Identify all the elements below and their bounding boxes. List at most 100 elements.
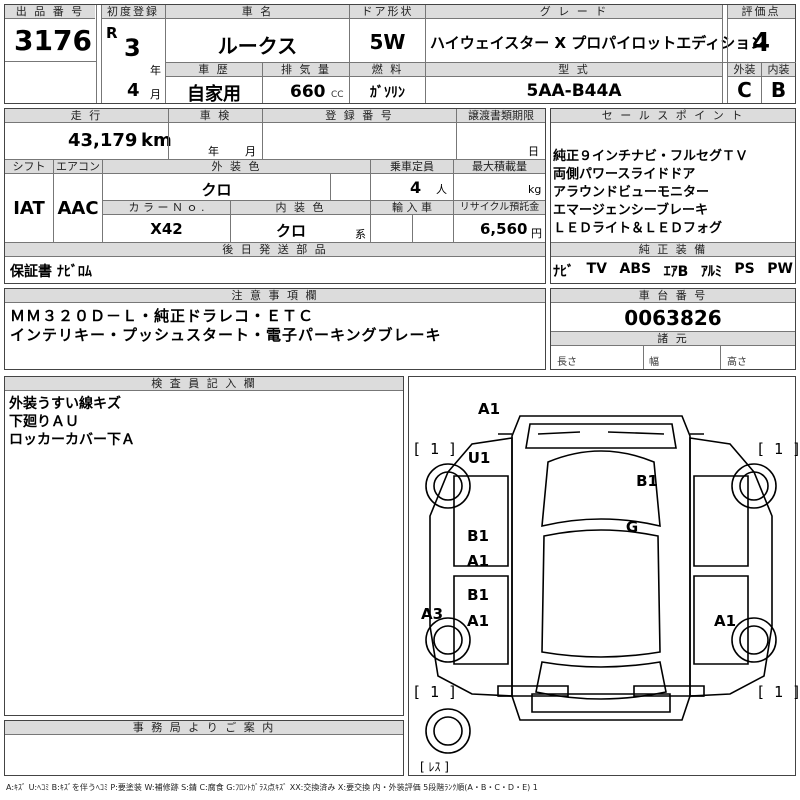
equipment-item: TV	[586, 261, 607, 277]
spec-length: 長さ	[557, 357, 577, 368]
intcolor: クロ	[275, 222, 306, 240]
legend: A:ｷｽﾞ U:ﾍｺﾐ B:ｷｽﾞを伴うﾍｺﾐ P:要塗装 W:補修跡 S:錆 …	[6, 783, 538, 792]
interior-grade: B	[770, 78, 787, 102]
ac: AAC	[57, 198, 99, 219]
office-label: 事 務 局 よ り ご 案 内	[5, 721, 403, 735]
load-label: 最大積載量	[454, 160, 545, 174]
mileage: 43,179	[68, 130, 138, 151]
door-label: ドア形状	[350, 5, 425, 19]
spec-height: 高さ	[727, 357, 747, 368]
equipment-item: ｴｱB	[663, 264, 689, 280]
inspector-block	[4, 376, 404, 716]
mark-a1-right-rear: A1	[713, 612, 737, 630]
mark-b1-left-rear: B1	[467, 586, 489, 604]
reg-month: 4	[127, 80, 140, 101]
note-line: インテリキー・プッシュスタート・電子パーキングブレーキ	[10, 326, 442, 344]
plate-label: 登 録 番 号	[263, 109, 456, 123]
equipment-item: ﾅﾋﾞ	[553, 264, 574, 280]
exterior-grade: C	[737, 78, 752, 102]
intcolor-label: 内 装 色	[231, 201, 370, 215]
interior-label: 内装	[762, 63, 795, 77]
notes-label: 注 意 事 項 欄	[5, 289, 545, 303]
sales-line: アラウンドビューモニター	[553, 185, 710, 200]
seats-unit: 人	[436, 183, 447, 196]
mark-b1-roof: B1	[636, 472, 658, 490]
history-label: 車 歴	[166, 63, 262, 77]
equipment-item: PW	[767, 261, 793, 277]
listing-number: 3176	[14, 24, 92, 57]
sales-line: ＬＥＤライト＆ＬＥＤフォグ	[553, 221, 723, 236]
listing-no-label: 出 品 番 号	[5, 5, 95, 19]
fuel: ｶﾞｿﾘﾝ	[370, 85, 405, 101]
sales-point-label: セ ー ル ス ポ イ ン ト	[551, 109, 795, 123]
spec-label: 諸 元	[551, 331, 795, 346]
transfer-day-unit: 日	[528, 145, 539, 158]
model-label: 型 式	[426, 63, 722, 77]
mark-a3: A3	[420, 605, 444, 623]
year-unit: 年	[150, 64, 161, 77]
mark-b1-left-front: B1	[467, 527, 489, 545]
sales-line: 純正９インチナビ・フルセグＴＶ	[553, 149, 749, 164]
colorno-label: カ ラ ー Ｎ ｏ .	[103, 201, 230, 215]
equipment-item: PS	[734, 261, 755, 277]
tire-rear-right: [ 1 ]	[756, 683, 800, 701]
mileage-label: 走 行	[5, 109, 168, 123]
door-type: 5W	[369, 30, 406, 54]
parts-label: 後 日 発 送 部 品	[5, 243, 545, 257]
era: R	[106, 24, 118, 42]
mileage-unit: km	[141, 130, 172, 151]
color-label: 外 装 色	[103, 160, 370, 174]
sales-line: エマージェンシーブレーキ	[553, 203, 708, 218]
history: 自家用	[187, 84, 241, 105]
tire-rear-left: [ 1 ]	[412, 683, 458, 701]
score-label: 評価点	[727, 5, 795, 19]
score: 4	[751, 28, 771, 58]
colorno: X42	[150, 220, 183, 238]
intcolor-unit: 系	[355, 228, 366, 241]
fuel-label: 燃 料	[350, 63, 425, 77]
inspector-lines: 外装うすい線キズ 下廻りＡＵ ロッカーカバー下Ａ	[9, 395, 135, 449]
mark-a1-top: A1	[477, 400, 501, 418]
recycle-label: リサイクル預託金	[454, 201, 545, 215]
inspection-year-unit: 年	[208, 145, 219, 158]
import-label: 輸 入 車	[371, 201, 453, 215]
tire-front-left: [ 1 ]	[412, 440, 458, 458]
notes-lines: ＭＭ３２０Ｄ－Ｌ・純正ドラレコ・ＥＴＣ インテリキー・プッシュスタート・電子パー…	[10, 307, 442, 345]
equipment-item: ABS	[619, 261, 652, 277]
model: 5AA-B44A	[526, 81, 622, 101]
grade: ハイウェイスター X プロパイロットエディション	[430, 34, 766, 52]
equipment-item: ｱﾙﾐ	[700, 264, 722, 280]
displacement-label: 排 気 量	[263, 63, 349, 77]
inspector-line: 下廻りＡＵ	[9, 414, 79, 430]
displacement: 660	[290, 82, 326, 102]
mark-u1: U1	[467, 449, 491, 467]
recycle: 6,560	[480, 220, 528, 238]
grade-label: グ レ ー ド	[426, 5, 722, 19]
shift: IAT	[13, 198, 45, 219]
exterior-label: 外装	[728, 63, 761, 77]
car-name: ルークス	[217, 34, 298, 58]
equipment-label: 純 正 装 備	[551, 243, 795, 257]
note-line: ＭＭ３２０Ｄ－Ｌ・純正ドラレコ・ＥＴＣ	[10, 307, 315, 325]
month-unit: 月	[150, 88, 161, 101]
mark-a1-left-rear: A1	[466, 612, 490, 630]
mark-a1-left-front: A1	[466, 552, 490, 570]
tire-front-right: [ 1 ]	[756, 440, 800, 458]
displacement-unit: CC	[331, 90, 344, 100]
equipment-list: ﾅﾋﾞ TV ABS ｴｱB ｱﾙﾐ PS PW	[553, 261, 793, 281]
mark-g: G	[625, 518, 639, 536]
color: クロ	[201, 181, 232, 199]
recycle-unit: 円	[531, 227, 542, 240]
seats: 4	[410, 178, 422, 197]
chassis-number: 0063826	[624, 306, 722, 330]
parts: 保証書 ﾅﾋﾞﾛﾑ	[10, 264, 92, 280]
car-outline-diagram	[425, 415, 777, 754]
chassis-label: 車 台 番 号	[551, 289, 795, 303]
car-name-label: 車 名	[166, 5, 349, 19]
first-reg-label: 初度登録	[101, 5, 165, 19]
tire-spare: [ ﾚｽ ]	[420, 760, 449, 774]
shift-label: シフト	[5, 160, 53, 174]
inspector-line: ロッカーカバー下Ａ	[9, 432, 135, 448]
ac-label: エアコン	[54, 160, 102, 174]
inspector-label: 検 査 員 記 入 欄	[5, 377, 403, 391]
